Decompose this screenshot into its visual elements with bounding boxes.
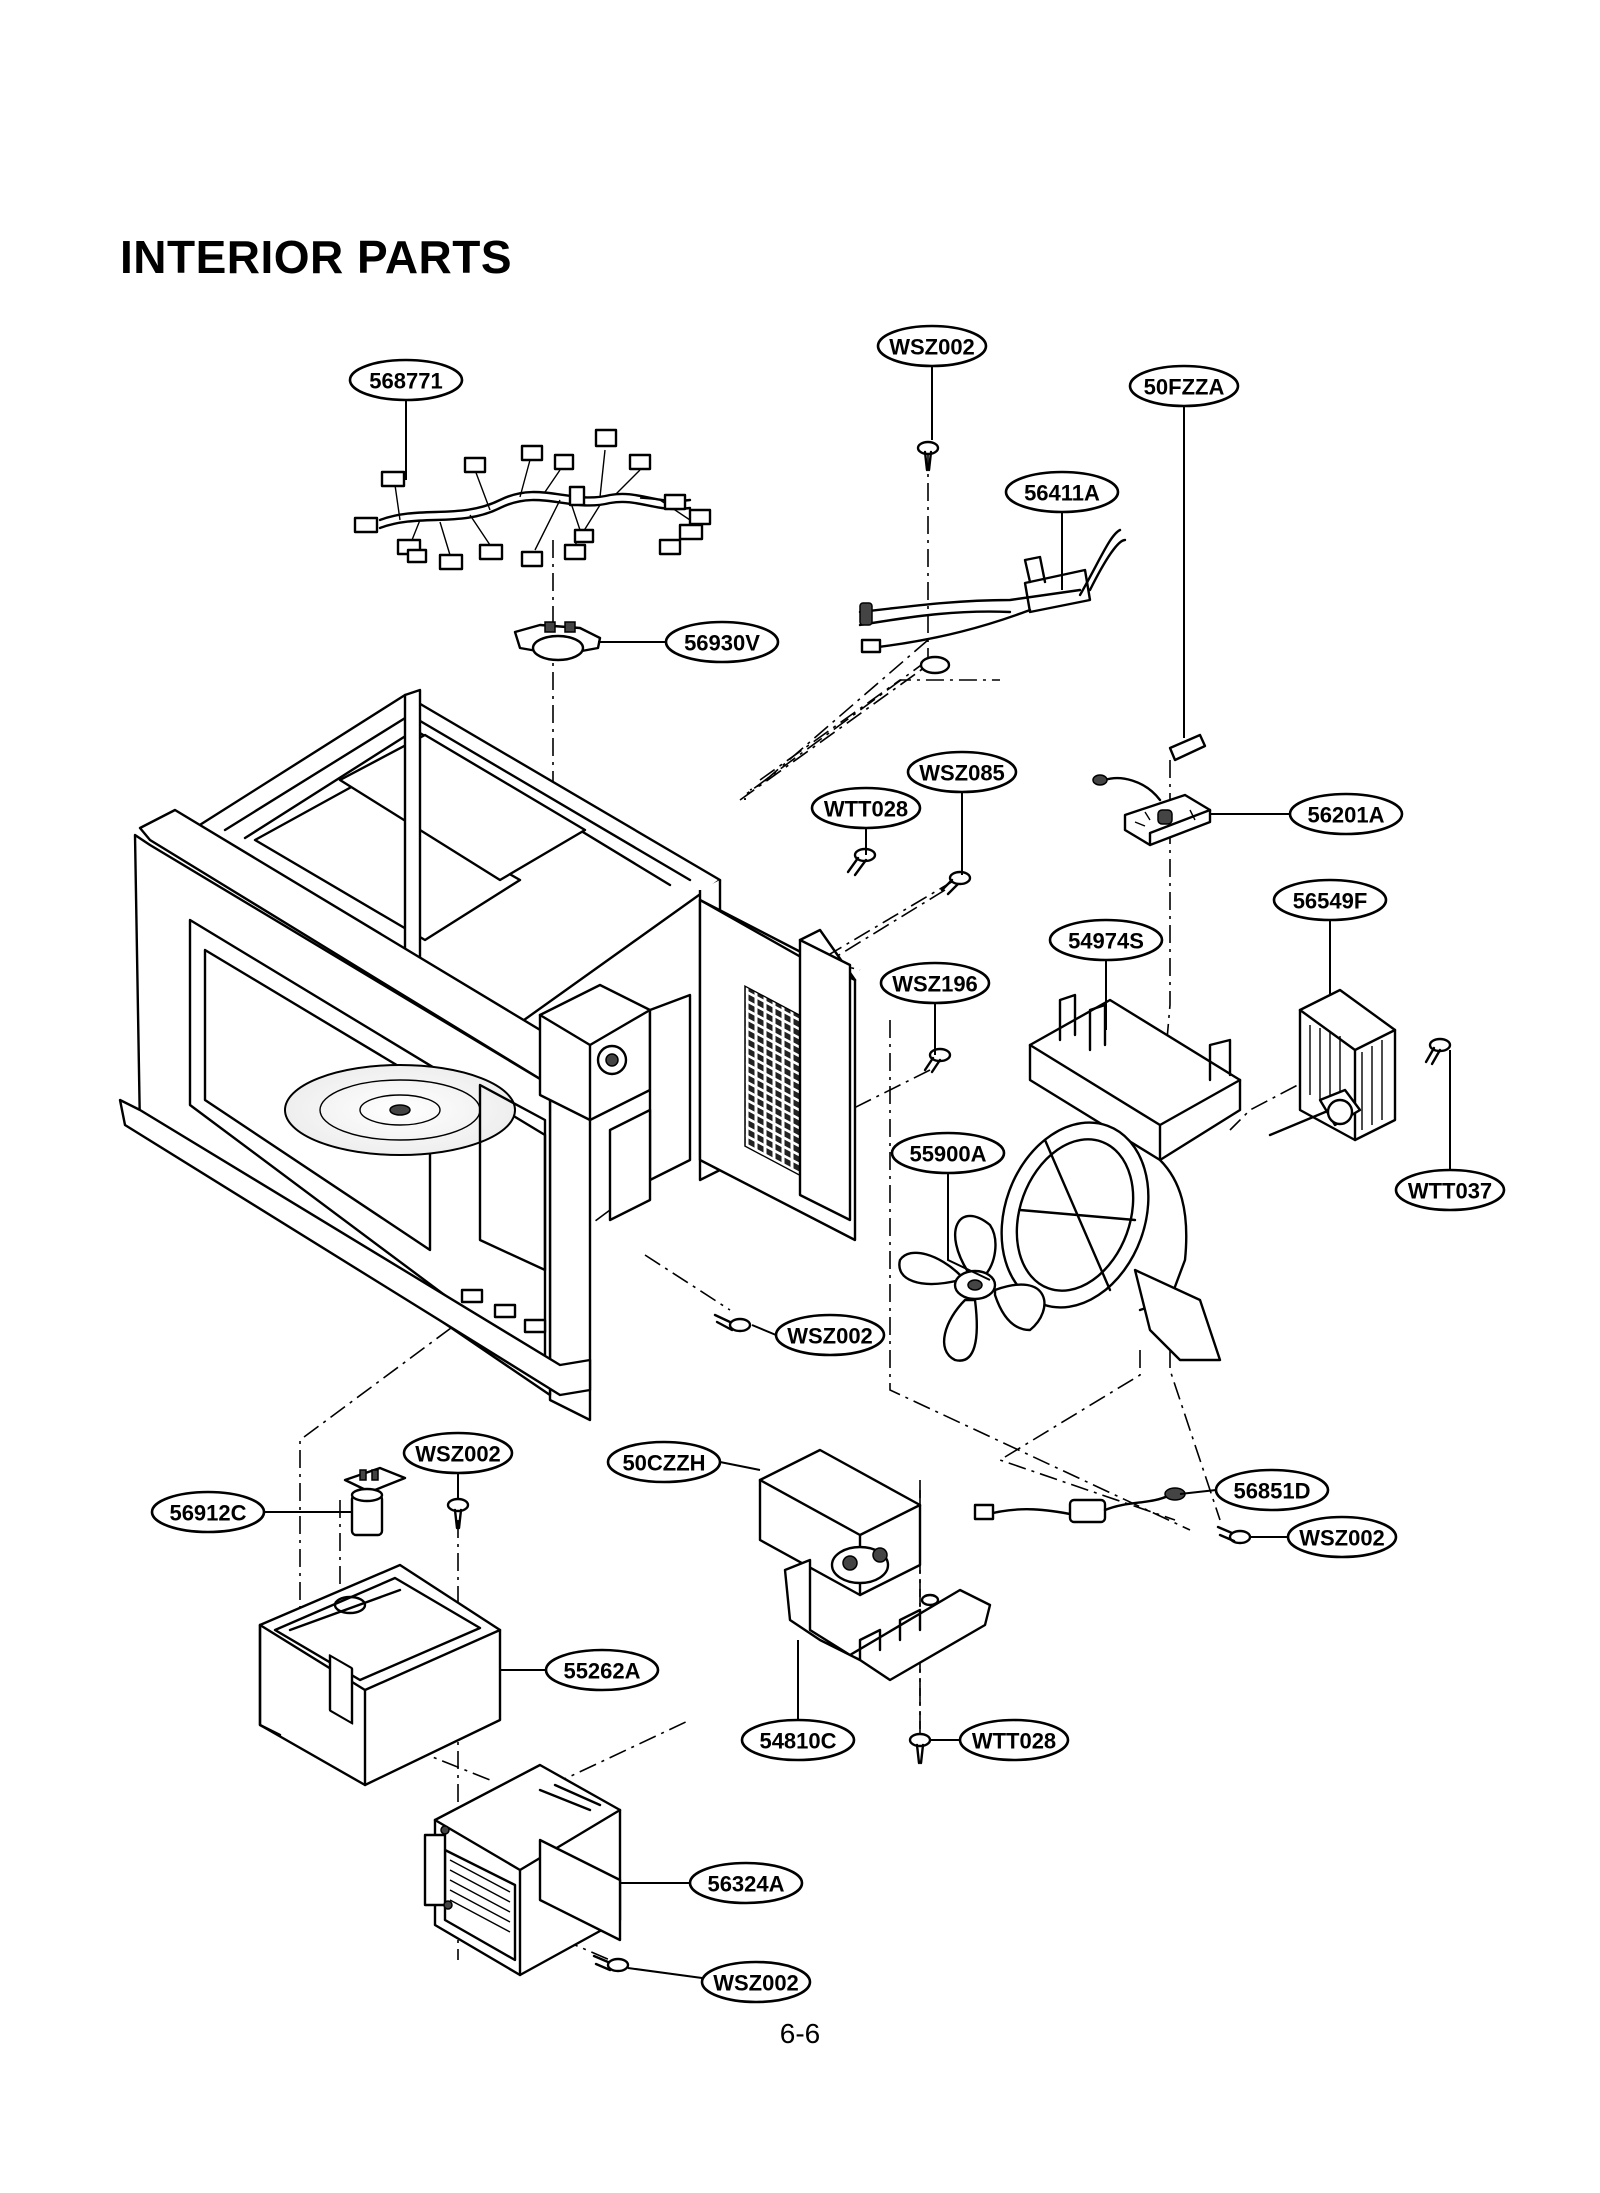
- part-label-54974s: 54974S: [1048, 918, 1164, 962]
- capacitor-part: [758, 1448, 922, 1597]
- part-code: WSZ002: [1299, 1526, 1385, 1551]
- screw-icon: [908, 1732, 932, 1765]
- part-code: 55262A: [563, 1659, 640, 1684]
- part-code: 50FZZA: [1144, 375, 1225, 400]
- screw-icon: [1424, 1037, 1452, 1066]
- part-code: WSZ196: [892, 972, 978, 997]
- part-label-wtt028-upper: WTT028: [810, 786, 922, 830]
- part-label-wsz002-top: WSZ002: [876, 324, 988, 368]
- noise-filter-part: [1092, 774, 1212, 847]
- part-code: 56324A: [707, 1872, 784, 1897]
- part-label-50czzh: 50CZZH: [606, 1440, 722, 1484]
- part-label-wsz002-bottom: WSZ002: [700, 1960, 812, 2004]
- part-label-wtt037: WTT037: [1394, 1168, 1506, 1212]
- part-label-56201a: 56201A: [1288, 792, 1404, 836]
- part-code: 56411A: [1024, 481, 1100, 506]
- leader-lines: [264, 366, 1451, 1979]
- part-code: 50CZZH: [622, 1451, 705, 1476]
- part-code: 56930V: [684, 631, 760, 656]
- part-label-50fzza: 50FZZA: [1128, 364, 1240, 408]
- part-code: WSZ002: [787, 1324, 873, 1349]
- part-code: WSZ002: [713, 1971, 799, 1996]
- part-label-wsz002-left: WSZ002: [402, 1431, 514, 1475]
- part-label-56411a: 56411A: [1004, 470, 1120, 514]
- screw-icon: [713, 1313, 752, 1333]
- part-code: WTT037: [1408, 1179, 1492, 1204]
- part-code: 56549F: [1293, 889, 1368, 914]
- part-code: 568771: [369, 369, 442, 394]
- part-label-wsz002-right: WSZ002: [1286, 1515, 1398, 1559]
- fan-motor-part: [1268, 988, 1397, 1142]
- part-label-56912c: 56912C: [150, 1490, 266, 1534]
- part-label-56930v: 56930V: [664, 620, 780, 664]
- part-code: WSZ002: [889, 335, 975, 360]
- part-code: 54974S: [1068, 929, 1144, 954]
- thermostat-part: [513, 621, 602, 662]
- magnetron-thermostat-part: [343, 1466, 407, 1537]
- transformer-part: [258, 1563, 502, 1787]
- diode-part: [973, 1487, 1186, 1524]
- page-number: 6-6: [779, 2018, 821, 2049]
- part-labels: 568771 WSZ002 56411A 56930V 50FZZA WSZ08…: [150, 324, 1506, 2004]
- screw-icon: [940, 870, 972, 896]
- part-label-55262a: 55262A: [544, 1648, 660, 1692]
- part-code: 55900A: [909, 1142, 986, 1167]
- oven-cavity-part: [118, 688, 857, 1422]
- part-code: WTT028: [824, 797, 908, 822]
- screw-icon: [1216, 1525, 1252, 1545]
- screw-icon: [916, 440, 940, 472]
- screw-icon: [592, 1954, 630, 1973]
- part-label-wsz085: WSZ085: [906, 750, 1018, 794]
- part-code: WSZ002: [415, 1442, 501, 1467]
- fan-duct-part: [1000, 993, 1242, 1362]
- screw-icon: [446, 1497, 470, 1530]
- wire-harness-part: [353, 428, 712, 571]
- screw-icon: [846, 847, 877, 877]
- fuse-part: [1168, 733, 1207, 762]
- part-code: 56851D: [1233, 1479, 1310, 1504]
- screw-icon: [923, 1047, 952, 1074]
- part-code: WTT028: [972, 1729, 1056, 1754]
- part-label-54810c: 54810C: [740, 1718, 856, 1762]
- part-code: WSZ085: [919, 761, 1005, 786]
- part-code: 56201A: [1307, 803, 1384, 828]
- part-label-wsz196: WSZ196: [879, 961, 991, 1005]
- page-title: INTERIOR PARTS: [120, 231, 513, 283]
- part-label-56324a: 56324A: [688, 1861, 804, 1905]
- part-label-568771: 568771: [348, 358, 464, 402]
- fan-blade-part: [898, 1214, 1046, 1362]
- capacitor-bracket-part: [783, 1558, 992, 1682]
- magnetron-part: [423, 1763, 622, 1977]
- part-code: 56912C: [169, 1501, 246, 1526]
- part-label-55900a: 55900A: [890, 1131, 1006, 1175]
- part-label-wsz002-mid: WSZ002: [774, 1313, 886, 1357]
- thermal-fuse-lead-part: [858, 528, 1127, 675]
- part-code: 54810C: [759, 1729, 836, 1754]
- part-label-wtt028-lower: WTT028: [958, 1718, 1070, 1762]
- part-label-56851d: 56851D: [1214, 1468, 1330, 1512]
- part-label-56549f: 56549F: [1272, 878, 1388, 922]
